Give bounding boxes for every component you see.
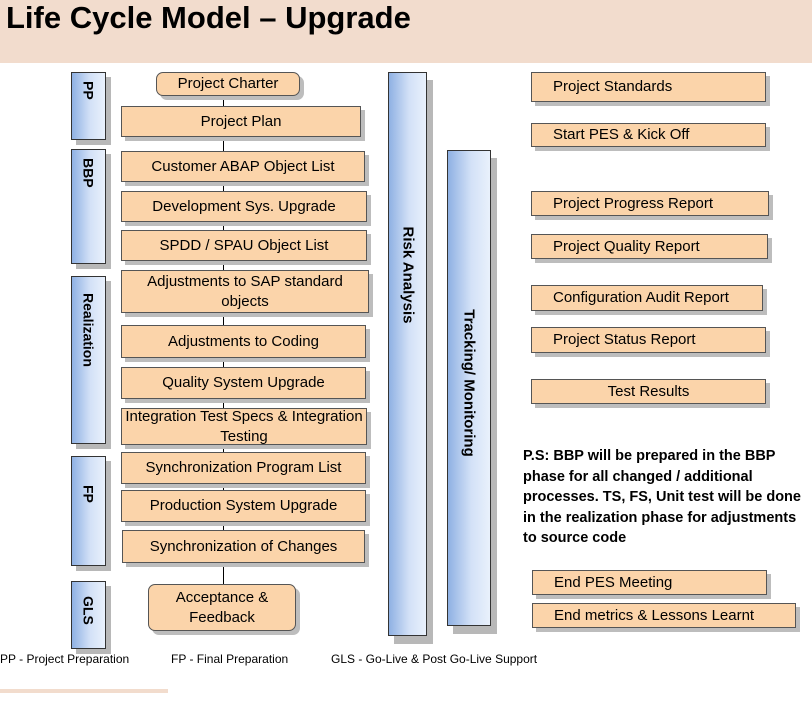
phase-label-pp: PP [80, 81, 97, 100]
activity-project-plan: Project Plan [121, 106, 361, 137]
activity-integration-testing: Integration Test Specs & Integration Tes… [121, 408, 367, 445]
activity-project-charter: Project Charter [156, 72, 300, 96]
legend-fp: FP - Final Preparation [171, 652, 289, 666]
phase-bar-pp: PP [71, 72, 106, 140]
activity-development-sys-upgrade: Development Sys. Upgrade [121, 191, 367, 222]
ps-note: P.S: BBP will be prepared in the BBP pha… [523, 448, 801, 546]
phase-bar-gls: GLS [71, 581, 106, 649]
report-test-results: Test Results [531, 379, 766, 404]
tracking-monitoring-label: Tracking/ Monitoring [460, 309, 478, 458]
report-end-metrics-lessons: End metrics & Lessons Learnt [532, 603, 796, 628]
activity-adjustments-sap-standard: Adjustments to SAP standard objects [121, 270, 369, 313]
activity-spdd-spau-object-list: SPDD / SPAU Object List [121, 230, 367, 261]
phase-label-bbp: BBP [80, 158, 97, 188]
report-project-standards: Project Standards [531, 72, 766, 102]
risk-analysis-bar: Risk Analysis [388, 72, 427, 636]
phase-bar-fp: FP [71, 456, 106, 566]
activity-quality-system-upgrade: Quality System Upgrade [121, 367, 366, 399]
title-band [0, 0, 812, 63]
phase-label-fp: FP [80, 485, 97, 503]
activity-acceptance-feedback: Acceptance & Feedback [148, 584, 296, 631]
activity-synchronization-program-list: Synchronization Program List [121, 452, 366, 484]
phase-label-gls: GLS [80, 596, 97, 625]
risk-analysis-label: Risk Analysis [399, 226, 416, 324]
report-project-quality: Project Quality Report [531, 234, 768, 259]
page-title: Life Cycle Model – Upgrade [6, 0, 411, 35]
report-project-progress: Project Progress Report [531, 191, 769, 216]
activity-production-system-upgrade: Production System Upgrade [121, 490, 366, 522]
activity-customer-abap-object-list: Customer ABAP Object List [121, 151, 365, 182]
tracking-monitoring-bar: Tracking/ Monitoring [447, 150, 491, 626]
report-end-pes-meeting: End PES Meeting [532, 570, 767, 595]
footer-accent-line [0, 689, 168, 693]
phase-bar-bbp: BBP [71, 149, 106, 264]
report-configuration-audit: Configuration Audit Report [531, 285, 763, 311]
phase-label-realization: Realization [80, 293, 97, 367]
activity-adjustments-to-coding: Adjustments to Coding [121, 325, 366, 358]
activity-synchronization-of-changes: Synchronization of Changes [122, 530, 365, 563]
phase-bar-realization: Realization [71, 276, 106, 444]
legend-gls: GLS - Go-Live & Post Go-Live Support [331, 652, 538, 666]
report-project-status: Project Status Report [531, 327, 766, 353]
report-start-pes-kick-off: Start PES & Kick Off [531, 123, 766, 147]
legend-pp: PP - Project Preparation [0, 652, 130, 666]
